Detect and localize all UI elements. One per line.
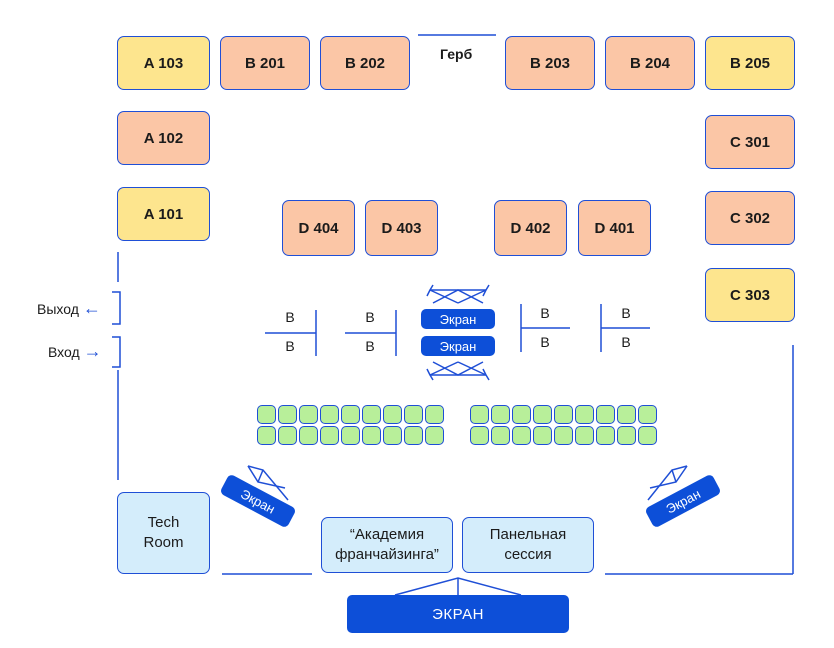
main-screen: ЭКРАН (347, 595, 569, 633)
exit-marker: Выход ← (37, 298, 101, 319)
booth-d402[interactable]: D 402 (494, 200, 567, 256)
seat[interactable] (554, 405, 573, 424)
seat[interactable] (257, 405, 276, 424)
b-marker: B (621, 334, 631, 350)
b-marker: B (285, 338, 295, 354)
booth-d401[interactable]: D 401 (578, 200, 651, 256)
seat[interactable] (491, 405, 510, 424)
emblem-label: Герб (440, 46, 473, 62)
center-screen-top: Экран (421, 309, 495, 329)
b-marker: B (540, 305, 550, 321)
seat[interactable] (512, 426, 531, 445)
seat[interactable] (470, 426, 489, 445)
seat[interactable] (320, 405, 339, 424)
center-screen-bottom: Экран (421, 336, 495, 356)
seat[interactable] (404, 426, 423, 445)
seat[interactable] (278, 426, 297, 445)
b-marker: B (621, 305, 631, 321)
seat[interactable] (638, 405, 657, 424)
seat[interactable] (383, 426, 402, 445)
seat[interactable] (425, 426, 444, 445)
booth-d404[interactable]: D 404 (282, 200, 355, 256)
booth-b205[interactable]: B 205 (705, 36, 795, 90)
booth-b201[interactable]: B 201 (220, 36, 310, 90)
seat[interactable] (299, 426, 318, 445)
booth-b203[interactable]: B 203 (505, 36, 595, 90)
seat[interactable] (512, 405, 531, 424)
seat[interactable] (470, 405, 489, 424)
seat[interactable] (596, 405, 615, 424)
entrance-label: Вход (48, 343, 80, 360)
seat[interactable] (575, 426, 594, 445)
booth-a102[interactable]: A 102 (117, 111, 210, 165)
booth-b204[interactable]: B 204 (605, 36, 695, 90)
booth-c301[interactable]: C 301 (705, 115, 795, 169)
seat[interactable] (257, 426, 276, 445)
arrow-right-icon: → (83, 341, 102, 361)
booth-d403[interactable]: D 403 (365, 200, 438, 256)
booth-b202[interactable]: B 202 (320, 36, 410, 90)
seat[interactable] (404, 405, 423, 424)
seat[interactable] (362, 426, 381, 445)
seat[interactable] (617, 426, 636, 445)
seat[interactable] (491, 426, 510, 445)
seat[interactable] (575, 405, 594, 424)
seat[interactable] (617, 405, 636, 424)
seat[interactable] (383, 405, 402, 424)
seat[interactable] (362, 405, 381, 424)
seat[interactable] (341, 426, 360, 445)
seat[interactable] (638, 426, 657, 445)
seat[interactable] (533, 426, 552, 445)
seat[interactable] (341, 405, 360, 424)
seat[interactable] (299, 405, 318, 424)
panel-session-stage[interactable]: Панельная сессия (462, 517, 594, 573)
seat[interactable] (320, 426, 339, 445)
academy-stage[interactable]: “Академия франчайзинга” (321, 517, 453, 573)
tech-room[interactable]: Tech Room (117, 492, 210, 574)
b-marker: B (540, 334, 550, 350)
seat[interactable] (596, 426, 615, 445)
exit-label: Выход (37, 300, 79, 317)
seat[interactable] (533, 405, 552, 424)
b-marker: B (365, 338, 375, 354)
booth-c302[interactable]: C 302 (705, 191, 795, 245)
b-marker: B (285, 309, 295, 325)
entrance-marker: Вход → (48, 341, 102, 362)
b-marker: B (365, 309, 375, 325)
seat[interactable] (425, 405, 444, 424)
booth-a101[interactable]: A 101 (117, 187, 210, 241)
booth-c303[interactable]: C 303 (705, 268, 795, 322)
seat[interactable] (554, 426, 573, 445)
booth-a103[interactable]: A 103 (117, 36, 210, 90)
arrow-left-icon: ← (82, 298, 101, 318)
seat[interactable] (278, 405, 297, 424)
